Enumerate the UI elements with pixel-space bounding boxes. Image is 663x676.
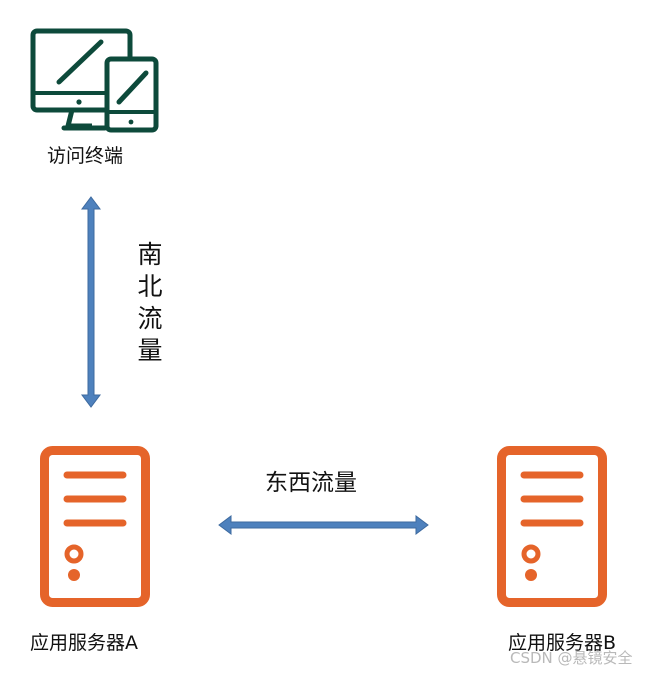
server-icon [40,446,150,607]
east-west-label: 东西流量 [265,470,357,496]
server-a-icon [40,446,150,607]
server-a-label: 应用服务器A [30,632,138,654]
server-icon [497,446,607,607]
monitor-tablet-icon [30,28,159,133]
north-south-arrow [81,196,101,408]
north-south-label: 南北流量 [137,240,163,365]
server-b-label: 应用服务器B [508,632,617,654]
access-terminal-icon [30,28,160,134]
east-west-arrow [218,515,429,535]
watermark-text: CSDN @悬镜安全 [510,649,633,667]
server-b-icon [497,446,607,607]
access-terminal-label: 访问终端 [47,145,124,167]
